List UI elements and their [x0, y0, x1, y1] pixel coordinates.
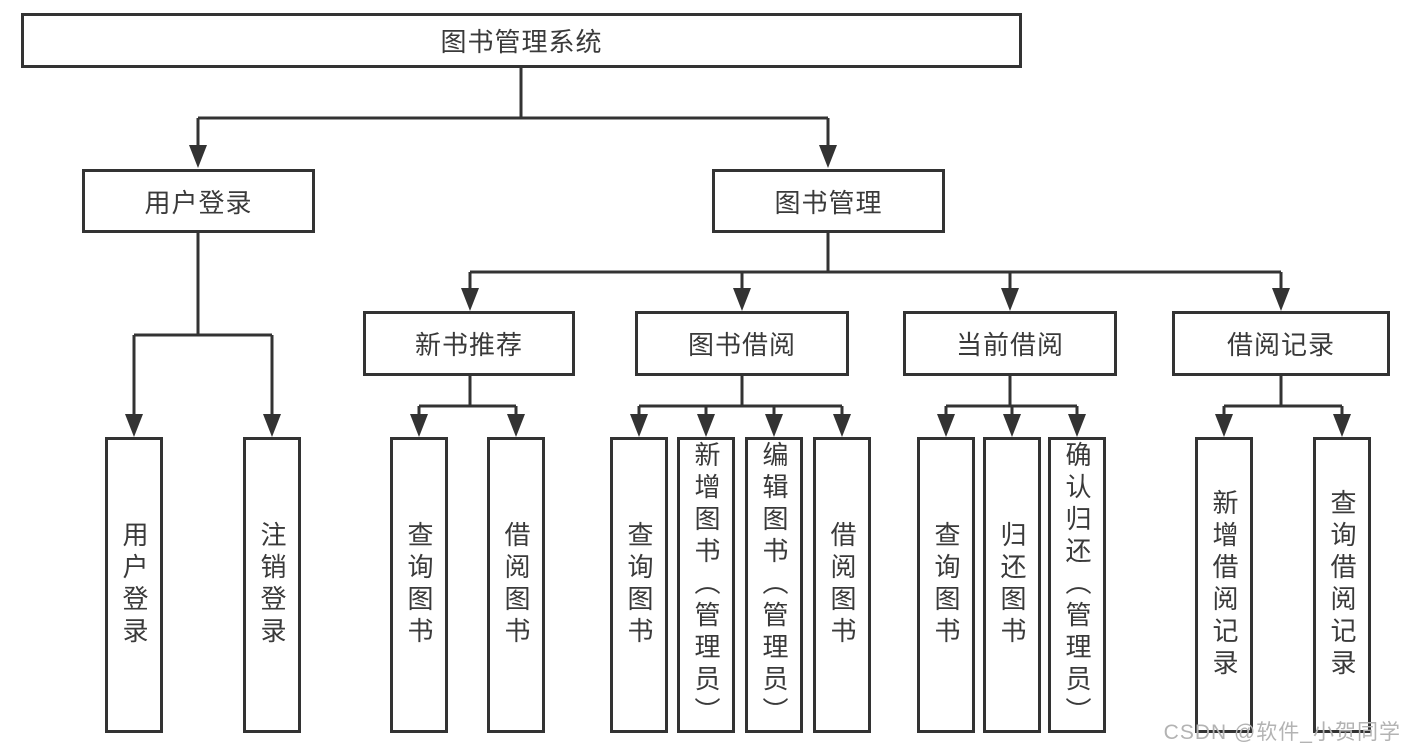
node-new-book-recommend-label: 新书推荐 [414, 330, 523, 360]
watermark: CSDN @软件_小贺同学 [1163, 721, 1401, 744]
leaf-query-books-3-label: 查询图书 [931, 521, 961, 649]
leaf-borrow-books-2-label: 借阅图书 [827, 521, 857, 649]
leaf-add-book-admin: 新增图书（管理员） [677, 437, 735, 733]
node-user-login-label: 用户登录 [144, 187, 253, 218]
leaf-edit-book-admin: 编辑图书（管理员） [745, 437, 803, 733]
leaf-user-login-label: 用户登录 [119, 521, 149, 649]
leaf-logout: 注销登录 [243, 437, 301, 733]
leaf-query-borrow-record: 查询借阅记录 [1313, 437, 1371, 733]
leaf-query-books-3: 查询图书 [917, 437, 975, 733]
leaf-query-books-2-label: 查询图书 [624, 521, 654, 649]
node-book-borrowing-label: 图书借阅 [687, 330, 796, 360]
leaf-return-books-label: 归还图书 [997, 521, 1027, 649]
leaf-logout-label: 注销登录 [257, 521, 287, 649]
node-book-borrowing: 图书借阅 [635, 311, 849, 376]
leaf-add-borrow-record: 新增借阅记录 [1195, 437, 1253, 733]
leaf-query-books-1-label: 查询图书 [404, 521, 434, 649]
node-root: 图书管理系统 [21, 13, 1022, 68]
leaf-add-borrow-record-label: 新增借阅记录 [1209, 489, 1239, 681]
leaf-add-book-admin-label: 新增图书（管理员） [691, 441, 721, 729]
node-borrowing-records-label: 借阅记录 [1226, 330, 1335, 360]
node-new-book-recommend: 新书推荐 [363, 311, 575, 376]
leaf-confirm-return-admin: 确认归还（管理员） [1048, 437, 1106, 733]
node-book-management: 图书管理 [712, 169, 945, 233]
leaf-query-books-1: 查询图书 [390, 437, 448, 733]
node-book-management-label: 图书管理 [774, 187, 883, 218]
leaf-query-books-2: 查询图书 [610, 437, 668, 733]
leaf-edit-book-admin-label: 编辑图书（管理员） [759, 441, 789, 729]
node-current-borrowing: 当前借阅 [903, 311, 1117, 376]
leaf-confirm-return-admin-label: 确认归还（管理员） [1062, 441, 1092, 729]
node-root-label: 图书管理系统 [440, 27, 603, 57]
leaf-user-login: 用户登录 [105, 437, 163, 733]
node-user-login: 用户登录 [82, 169, 315, 233]
leaf-borrow-books-1: 借阅图书 [487, 437, 545, 733]
leaf-return-books: 归还图书 [983, 437, 1041, 733]
leaf-query-borrow-record-label: 查询借阅记录 [1327, 489, 1357, 681]
leaf-borrow-books-2: 借阅图书 [813, 437, 871, 733]
node-borrowing-records: 借阅记录 [1172, 311, 1390, 376]
leaf-borrow-books-1-label: 借阅图书 [501, 521, 531, 649]
node-current-borrowing-label: 当前借阅 [955, 330, 1064, 360]
